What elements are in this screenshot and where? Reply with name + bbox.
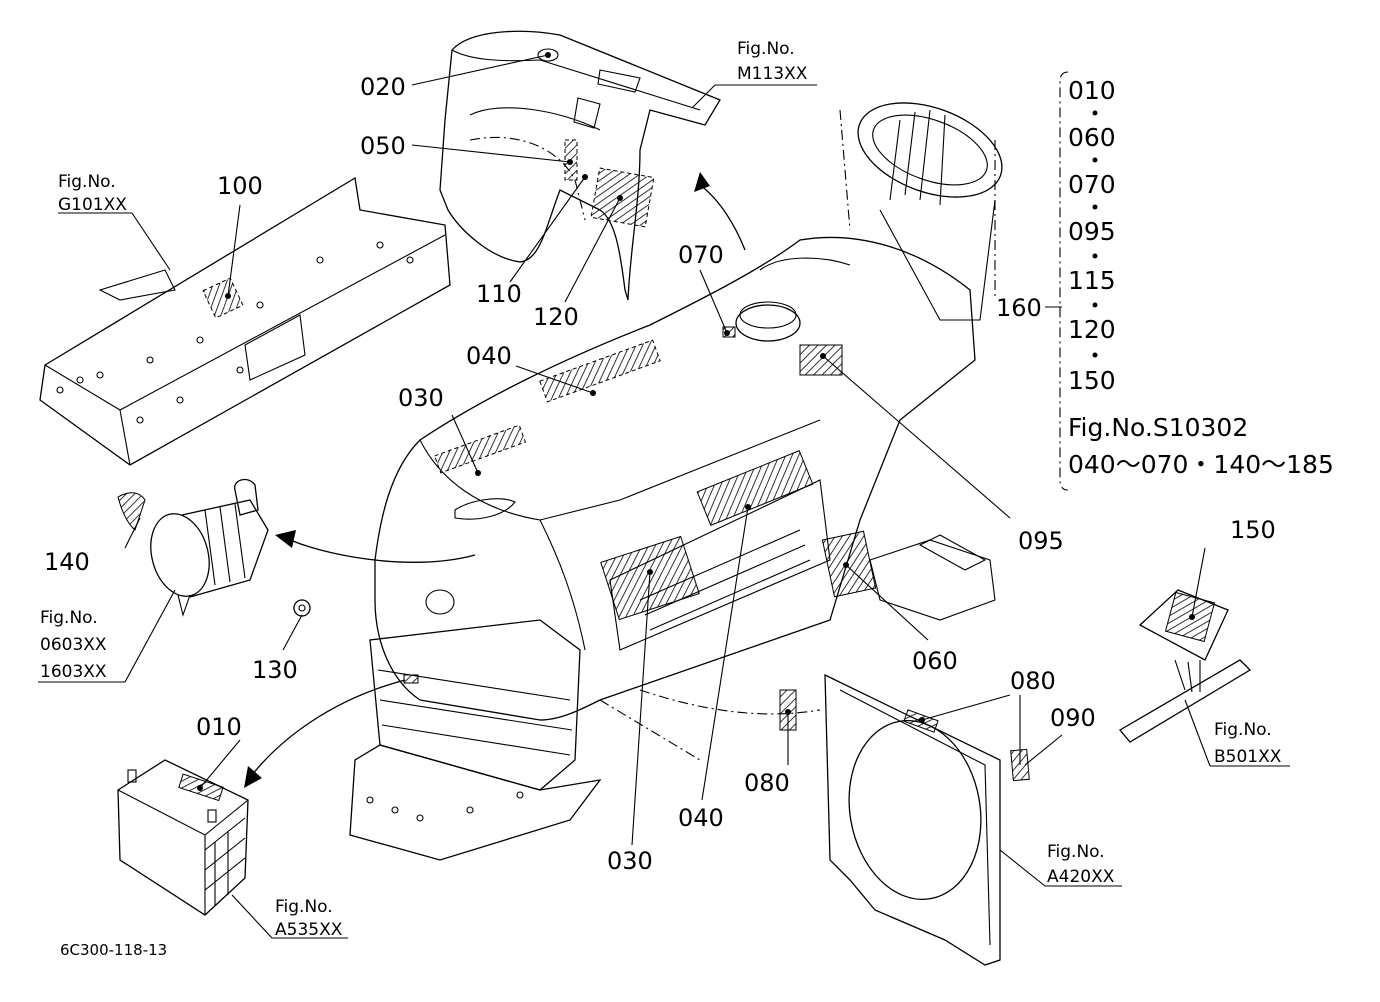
kit-item: 095 (1068, 217, 1116, 246)
fig-g101-code: G101XX (58, 195, 127, 215)
label-095: 095 (1018, 527, 1064, 555)
kit-list-bracket (1059, 71, 1098, 491)
direction-arrows (244, 172, 746, 788)
label-120: 120 (533, 303, 579, 331)
radiator-shroud-drawing (824, 673, 1030, 966)
fig-a420-title: Fig.No. (1047, 842, 1105, 862)
label-010-battery: 010 (196, 713, 242, 741)
label-040-bottom: 040 (678, 804, 724, 832)
label-110: 110 (476, 280, 522, 308)
label-130: 130 (252, 656, 298, 684)
fig-0603-code: 0603XX (40, 635, 107, 655)
label-080-top: 080 (1010, 667, 1056, 695)
drawing-id: 6C300-118-13 (60, 941, 167, 959)
label-150: 150 (1230, 516, 1276, 544)
kit-range-line: 040～070・140～185 (1068, 450, 1334, 479)
leader-dots (197, 52, 1195, 791)
lower-structure-drawing (599, 534, 996, 761)
label-090: 090 (1050, 704, 1096, 732)
fig-g101-title: Fig.No. (58, 172, 116, 192)
label-060: 060 (912, 647, 958, 675)
fig-m113-title: Fig.No. (737, 39, 795, 59)
label-020: 020 (360, 73, 406, 101)
figure-references: Fig.No. M113XX Fig.No. G101XX Fig.No. 06… (40, 39, 1282, 940)
fig-b501-code: B501XX (1214, 747, 1282, 767)
kit-list: 010 060 070 095 115 120 150 Fig.No.S1030… (1068, 76, 1334, 479)
hood-drawing (349, 236, 976, 861)
kit-item: 150 (1068, 366, 1116, 395)
label-080-bottom: 080 (744, 769, 790, 797)
kit-item: 120 (1068, 315, 1116, 344)
kit-ref-line: Fig.No.S10302 (1068, 413, 1248, 442)
label-160: 160 (996, 294, 1042, 322)
label-030-bottom: 030 (607, 847, 653, 875)
kit-item: 070 (1068, 170, 1116, 199)
label-040-top: 040 (466, 342, 512, 370)
label-070: 070 (678, 241, 724, 269)
fig-1603-code: 1603XX (40, 662, 107, 682)
fig-m113-code: M113XX (737, 64, 808, 84)
label-030-left: 030 (398, 384, 444, 412)
kit-item: 010 (1068, 76, 1116, 105)
clip-drawing (293, 599, 311, 617)
label-140: 140 (44, 548, 90, 576)
kit-item: 060 (1068, 123, 1116, 152)
fig-a420-code: A420XX (1047, 867, 1115, 887)
leader-lines (38, 54, 1290, 939)
battery-drawing (117, 759, 249, 916)
kit-item: 115 (1068, 266, 1116, 295)
fig-a535-title: Fig.No. (275, 897, 333, 917)
frame-drawing (39, 176, 451, 466)
fig-a535-code: A535XX (275, 920, 343, 940)
fig-0603-title: Fig.No. (40, 608, 98, 628)
label-100: 100 (217, 172, 263, 200)
fig-b501-title: Fig.No. (1214, 720, 1272, 740)
steering-wheel-drawing (839, 102, 1003, 321)
air-cleaner-drawing (117, 478, 269, 617)
part-number-labels: 020 050 110 120 100 070 040 030 095 160 … (44, 73, 1276, 875)
label-050: 050 (360, 132, 406, 160)
